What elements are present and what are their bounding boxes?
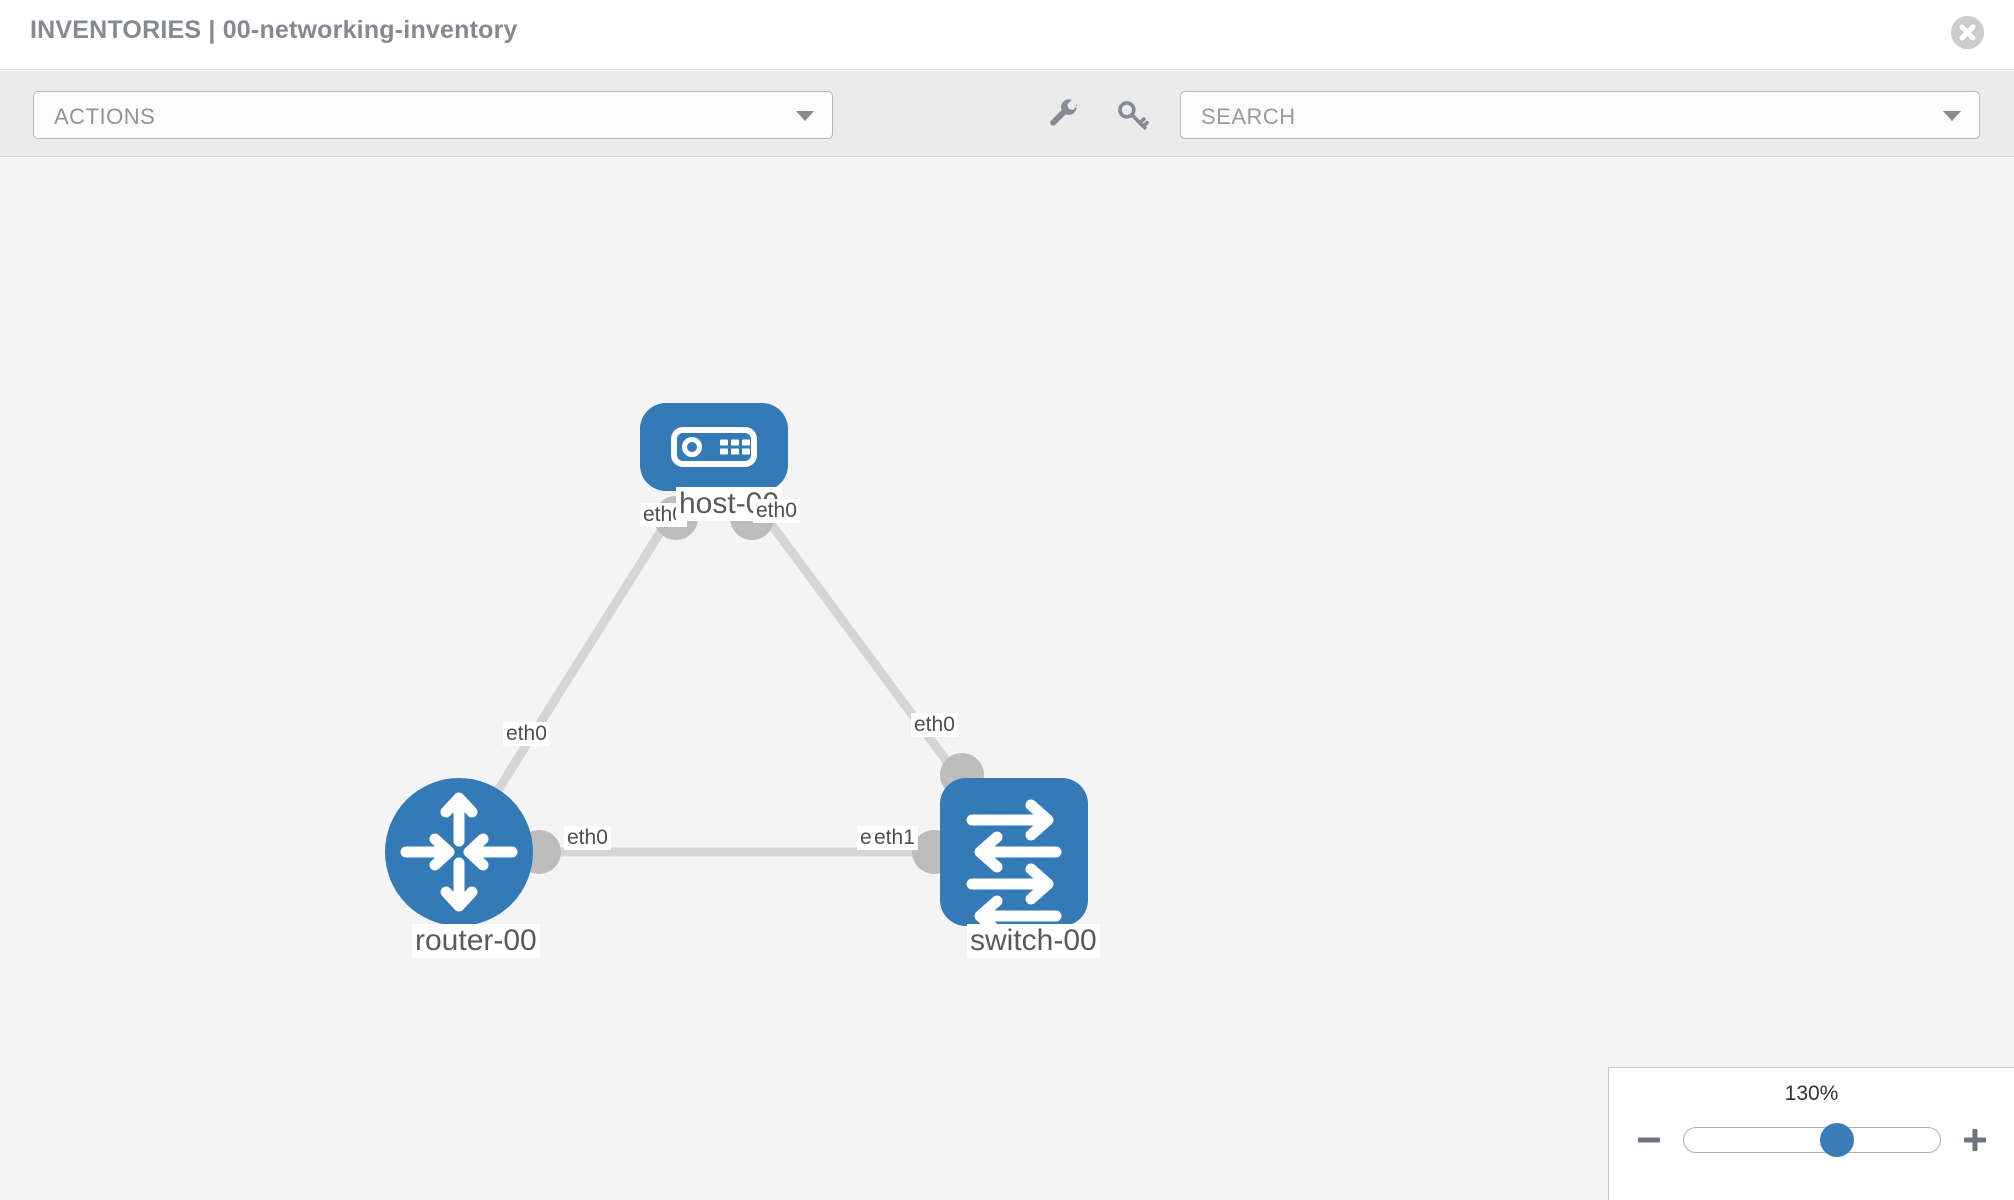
search-input[interactable]: SEARCH — [1180, 91, 1980, 139]
page-header: INVENTORIES | 00-networking-inventory — [0, 0, 2014, 70]
zoom-slider[interactable] — [1682, 1123, 1941, 1157]
iface-label-host-right: eth0 — [753, 499, 800, 524]
topology-connectors — [517, 496, 984, 874]
topology-canvas[interactable]: eth0 host-00 eth0 eth0 eth0 eth0 eth eth… — [0, 158, 2014, 1200]
iface-label-switch-up: eth0 — [911, 713, 958, 738]
page-title: INVENTORIES | 00-networking-inventory — [30, 16, 518, 44]
zoom-out-icon[interactable] — [1629, 1120, 1669, 1160]
actions-dropdown[interactable]: ACTIONS — [33, 91, 833, 139]
search-placeholder: SEARCH — [1201, 104, 1296, 129]
zoom-control-panel: 130% — [1608, 1067, 2014, 1200]
node-router-00 — [385, 778, 533, 926]
node-host-00 — [640, 403, 788, 491]
zoom-slider-handle[interactable] — [1820, 1123, 1855, 1157]
node-label-switch-00: switch-00 — [967, 924, 1100, 958]
node-label-router-00: router-00 — [412, 924, 540, 958]
zoom-level-label: 130% — [1784, 1082, 1839, 1105]
wrench-icon[interactable] — [1040, 91, 1088, 139]
iface-label-switch-left-overlap-b: eth1 — [871, 826, 918, 851]
node-switch-00 — [940, 778, 1088, 937]
zoom-in-icon[interactable] — [1955, 1120, 1995, 1160]
toolbar: ACTIONS SEARCH — [0, 71, 2014, 157]
key-icon[interactable] — [1108, 91, 1156, 139]
iface-label-router-up: eth0 — [503, 722, 550, 747]
iface-label-router-right: eth0 — [564, 826, 611, 851]
zoom-slider-row — [1609, 1120, 2014, 1160]
chevron-down-icon[interactable] — [1943, 111, 1961, 121]
chevron-down-icon — [796, 111, 814, 121]
close-icon[interactable] — [1951, 16, 1984, 49]
actions-dropdown-label: ACTIONS — [54, 104, 156, 129]
